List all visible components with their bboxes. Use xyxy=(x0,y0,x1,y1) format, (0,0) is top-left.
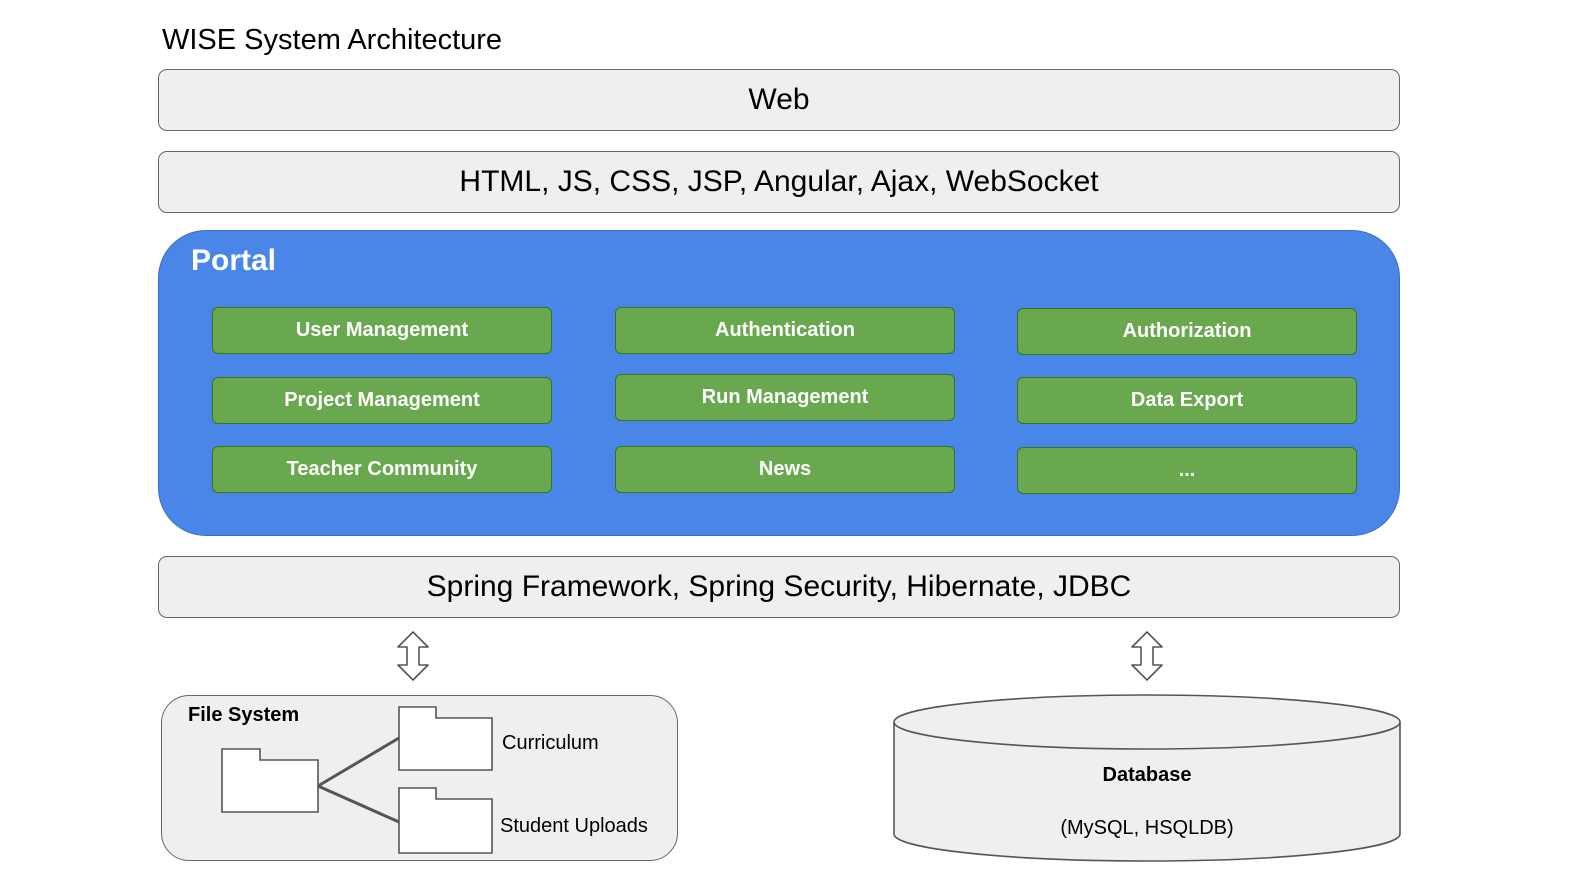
module-authorization: Authorization xyxy=(1017,308,1357,355)
folder-icon xyxy=(398,787,493,854)
database-title: Database xyxy=(1102,764,1192,786)
module-label: User Management xyxy=(295,319,469,341)
module-user-management: User Management xyxy=(212,307,552,354)
file-system-title: File System xyxy=(188,704,300,726)
folder-label-curriculum: Curriculum xyxy=(502,732,599,754)
portal-title: Portal xyxy=(191,244,277,277)
module-label: Data Export xyxy=(1130,389,1244,411)
module-more: ... xyxy=(1017,447,1357,494)
module-news: News xyxy=(615,446,955,493)
module-label: Run Management xyxy=(701,386,869,408)
frontend-layer: HTML, JS, CSS, JSP, Angular, Ajax, WebSo… xyxy=(158,151,1400,213)
folder-label-student-uploads: Student Uploads xyxy=(500,815,648,837)
backend-layer: Spring Framework, Spring Security, Hiber… xyxy=(158,556,1400,618)
module-authentication: Authentication xyxy=(615,307,955,354)
frontend-layer-label: HTML, JS, CSS, JSP, Angular, Ajax, WebSo… xyxy=(459,165,1099,198)
database-cylinder xyxy=(893,694,1401,862)
module-teacher-community: Teacher Community xyxy=(212,446,552,493)
module-label: ... xyxy=(1178,459,1196,481)
backend-layer-label: Spring Framework, Spring Security, Hiber… xyxy=(426,570,1132,603)
module-run-management: Run Management xyxy=(615,374,955,421)
module-label: News xyxy=(758,458,812,480)
module-project-management: Project Management xyxy=(212,377,552,424)
module-label: Project Management xyxy=(284,389,480,411)
diagram-title: WISE System Architecture xyxy=(162,24,503,56)
web-layer: Web xyxy=(158,69,1400,131)
portal-container: Portal User Management Authentication Au… xyxy=(158,230,1400,536)
module-data-export: Data Export xyxy=(1017,377,1357,424)
database-subtitle: (MySQL, HSQLDB) xyxy=(1060,817,1234,839)
web-layer-label: Web xyxy=(748,83,810,116)
folder-icon xyxy=(398,706,493,771)
module-label: Authorization xyxy=(1122,320,1252,342)
module-label: Authentication xyxy=(715,319,855,341)
folder-icon xyxy=(221,748,319,813)
double-arrow-icon xyxy=(397,631,429,681)
module-label: Teacher Community xyxy=(286,458,478,480)
double-arrow-icon xyxy=(1131,631,1163,681)
